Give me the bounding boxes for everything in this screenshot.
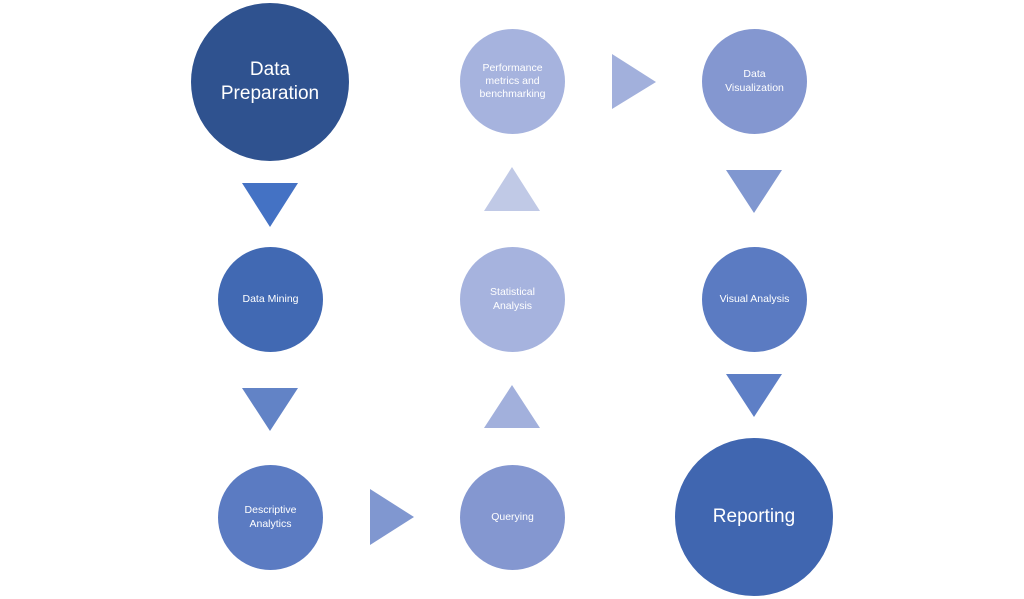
node-reporting: Reporting (675, 438, 833, 596)
node-statistical-analysis: Statistical Analysis (460, 247, 565, 352)
node-label: Visual Analysis (719, 292, 790, 305)
node-data-visualization: Data Visualization (702, 29, 807, 134)
node-descriptive-analytics: Descriptive Analytics (218, 465, 323, 570)
arrow-up-icon (484, 385, 540, 428)
node-label: Data Visualization (725, 68, 784, 94)
node-querying: Querying (460, 465, 565, 570)
arrow-down-icon (242, 183, 298, 227)
node-label: Data Preparation (220, 59, 320, 104)
node-label: Statistical Analysis (490, 286, 535, 312)
node-label: Reporting (712, 506, 796, 528)
arrow-up-icon (484, 167, 540, 211)
node-label: Data Mining (242, 292, 299, 305)
node-performance-metrics: Performance metrics and benchmarking (460, 29, 565, 134)
arrow-down-icon (242, 388, 298, 431)
arrow-right-icon (370, 489, 414, 545)
arrow-right-icon (612, 54, 656, 109)
node-label: Querying (491, 510, 534, 523)
arrow-down-icon (726, 170, 782, 213)
node-data-mining: Data Mining (218, 247, 323, 352)
node-data-preparation: Data Preparation (191, 3, 349, 161)
node-label: Descriptive Analytics (244, 504, 297, 530)
node-label: Performance metrics and benchmarking (479, 61, 546, 101)
node-visual-analysis: Visual Analysis (702, 247, 807, 352)
arrow-down-icon (726, 374, 782, 417)
